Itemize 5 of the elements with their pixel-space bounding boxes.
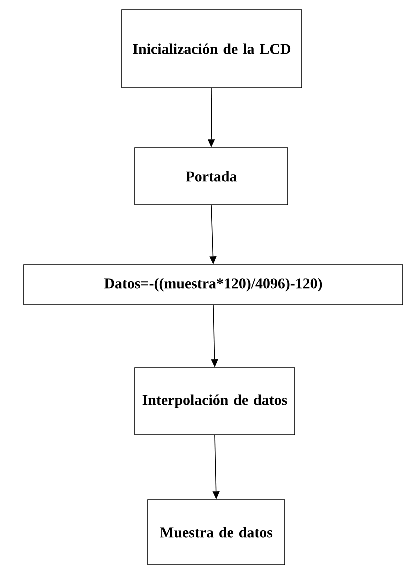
process-box: Muestra de datos	[148, 500, 286, 566]
process-box: Inicialización de la LCD	[122, 10, 302, 88]
process-box: Datos=-((muestra*120)/4096)-120)	[24, 264, 404, 306]
process-box: Portada	[134, 148, 288, 206]
process-box: Interpolación de datos	[134, 368, 296, 436]
